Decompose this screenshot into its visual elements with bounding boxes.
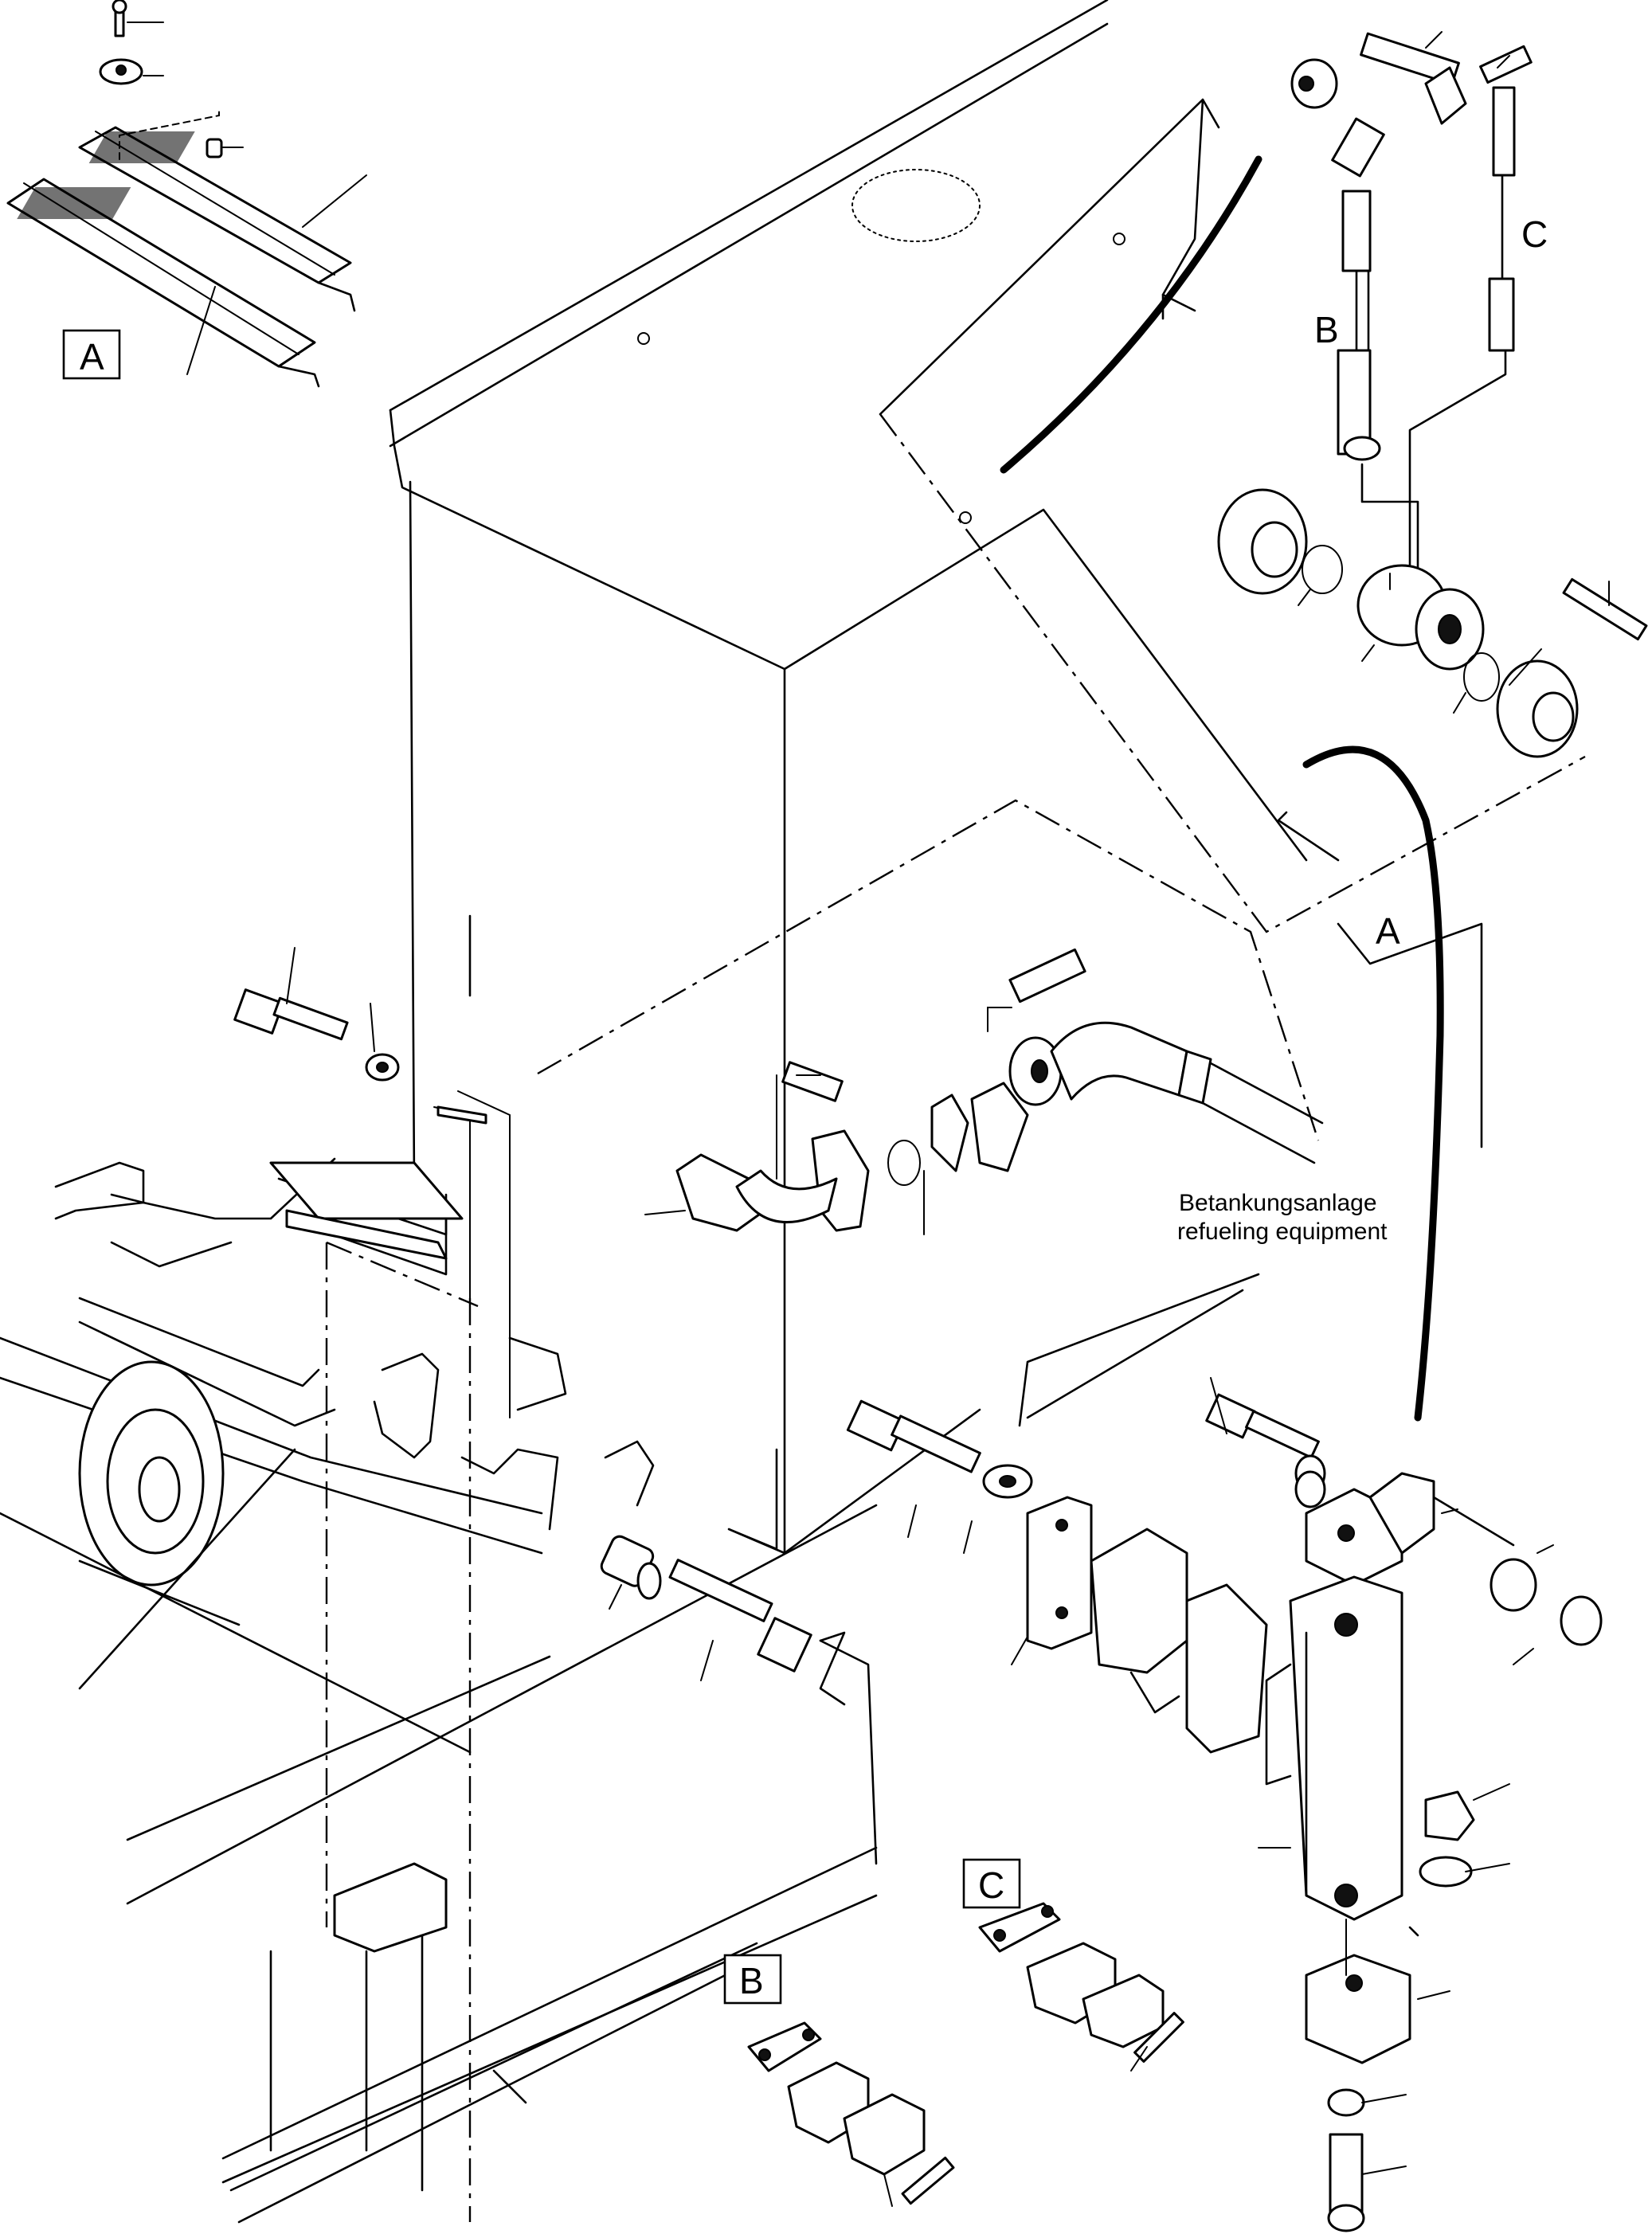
svg-text:B: B: [739, 1960, 764, 2001]
callout-a-section: A: [1376, 910, 1400, 952]
refuel-hose-line: [1302, 745, 1444, 1422]
clamp-b: B: [723, 1954, 955, 2207]
filler-coupling: [1217, 488, 1648, 758]
mounting-bracket: [1205, 1377, 1603, 2232]
hose-clamp-mount: [846, 1273, 1268, 1754]
step-plate-assembly: A: [6, 0, 367, 388]
fuel-tank: [389, 0, 1308, 1555]
callout-box-c: [962, 1858, 1021, 1909]
spacer-bolt: [600, 1535, 812, 1681]
pipe-elbow-assembly: [644, 948, 1324, 1235]
svg-text:C: C: [978, 1864, 1004, 1906]
tank-mount-bolt: [233, 947, 400, 1082]
vehicle-frame: [0, 914, 878, 2224]
label-hose-c: C: [1521, 213, 1548, 255]
svg-text:A: A: [80, 336, 104, 378]
callout-box-b: [723, 1954, 782, 2005]
detail-a-frame-top: [879, 413, 1586, 933]
callout-box-a: [62, 329, 121, 380]
clamp-c: C: [962, 1858, 1184, 2072]
detail-a-frame: [537, 799, 1320, 1141]
hose-assembly: B C: [1290, 31, 1548, 571]
label-hose-b: B: [1314, 309, 1339, 350]
note-line-1: Betankungsanlage: [1179, 1190, 1377, 1216]
note-line-2: refueling equipment: [1177, 1219, 1388, 1245]
